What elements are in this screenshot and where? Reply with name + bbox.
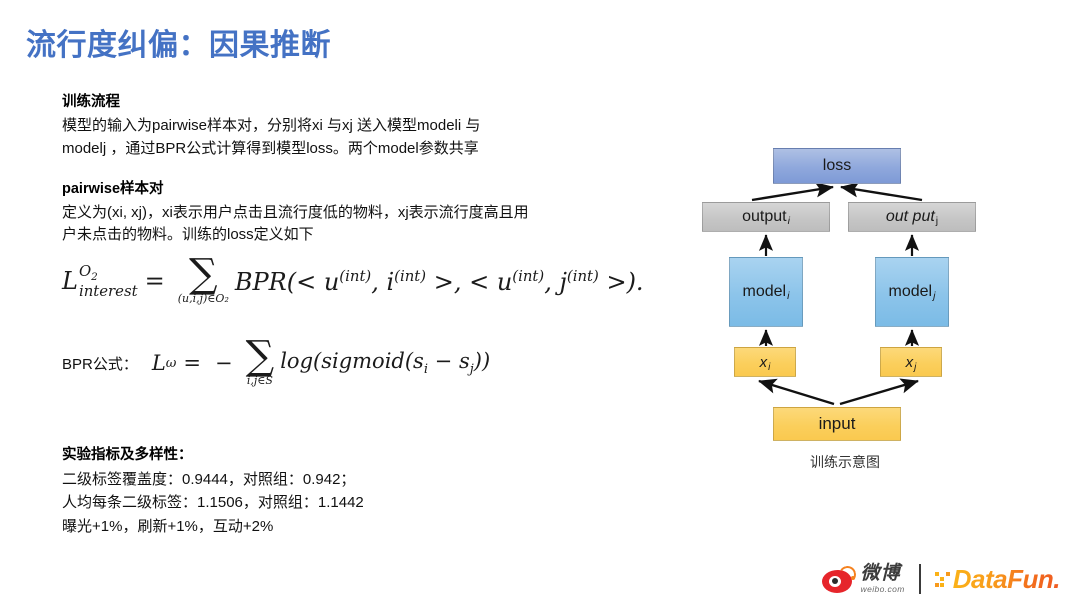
formula-bpr-lhs-subscript: ω (165, 355, 177, 371)
edge-output-j-to-loss (840, 182, 923, 202)
edge-input-to-x-j (839, 378, 919, 406)
metrics-block: 实验指标及多样性： 二级标签覆盖度：0.9444，对照组：0.942； 人均每条… (62, 445, 622, 538)
metric-line-avg-tags: 人均每条二级标签：1.1506，对照组：1.1442 (62, 494, 364, 512)
formula-bpr-summation: ∑ i,j∈S (245, 333, 275, 387)
section-heading-pairwise: pairwise样本对 (62, 180, 164, 197)
datafun-wordmark: DataFun. (952, 563, 1061, 594)
metrics-heading: 实验指标及多样性： (62, 447, 193, 463)
weibo-signal-dot-icon (850, 575, 855, 580)
formula-bpr-body: log(sigmoid(si − sj)) (280, 349, 491, 378)
formula-bpr-equals: = (183, 351, 202, 376)
formula-equals: = (144, 267, 165, 296)
footer-divider (918, 564, 921, 594)
section-body-pairwise-line-1: 定义为(xi, xj)，xi表示用户点击且流行度低的物料，xj表示流行度高且用 (62, 203, 529, 221)
sigma-icon: ∑ (245, 333, 275, 379)
edge-input-to-x-i (758, 378, 835, 406)
diagram-node-loss-label: loss (822, 157, 852, 174)
datafun-logo: DataFun. (934, 563, 1061, 595)
formula-bpr-label: BPR公式： (62, 355, 138, 373)
footer-logo-group: 微博 weibo.com DataFun. (821, 556, 1061, 602)
formula-bpr-lhs: L (151, 351, 166, 376)
formula-lhs-superscript: O2 (78, 261, 98, 283)
formula-lhs-L: L (62, 267, 78, 296)
metric-line-tag-coverage: 二级标签覆盖度：0.9444，对照组：0.942； (62, 471, 356, 489)
formula-bpr-sum-limits: i,j∈S (246, 373, 273, 387)
weibo-logo: 微博 weibo.com (821, 564, 905, 594)
metric-line-engagement: 曝光+1%，刷新+1%，互动+2% (62, 517, 274, 535)
datafun-dots-icon (934, 571, 950, 587)
section-body-training-flow-line-2: modelj ，通过BPR公式计算得到模型loss。两个model参数共享 (62, 139, 479, 157)
section-body-training-flow-line-1: 模型的输入为pairwise样本对，分别将xi 与xj 送入模型modeli 与 (62, 117, 481, 135)
page-title: 流行度纠偏：因果推断 (26, 29, 331, 62)
formula-bpr-minus: − (215, 351, 233, 376)
left-content-column: 训练流程 模型的输入为pairwise样本对，分别将xi 与xj 送入模型mod… (62, 92, 682, 247)
weibo-eye-shape (821, 569, 852, 593)
weibo-wordmark: 微博 weibo.com (861, 564, 905, 594)
diagram-edges (751, 182, 923, 406)
formula-lhs-subscript: interest (78, 281, 138, 300)
diagram-node-loss: loss (773, 148, 901, 184)
weibo-eye-icon (821, 564, 857, 593)
edge-output-i-to-loss (751, 182, 834, 202)
diagram-caption: 训练示意图 (810, 454, 880, 470)
weibo-name-en: weibo.com (860, 584, 905, 595)
formula-summation: ∑ (u,i,j)∈O₂ (177, 251, 229, 305)
sigma-icon: ∑ (189, 251, 218, 297)
formula-sum-limits: (u,i,j)∈O₂ (177, 291, 229, 305)
formula-bpr-function: BPR(< u(int), i(int) >, < u(int), j(int)… (234, 266, 644, 296)
diagram-node-input-label: input (818, 414, 856, 433)
section-heading-training-flow: 训练流程 (62, 94, 120, 110)
section-body-pairwise-line-2: 户未点击的物料。训练的loss定义如下 (62, 226, 314, 244)
diagram-node-input: input (773, 407, 901, 441)
weibo-name-cn: 微博 (860, 563, 901, 585)
spacer (62, 161, 682, 179)
slide-footer: 微博 weibo.com DataFun. (0, 556, 1080, 602)
